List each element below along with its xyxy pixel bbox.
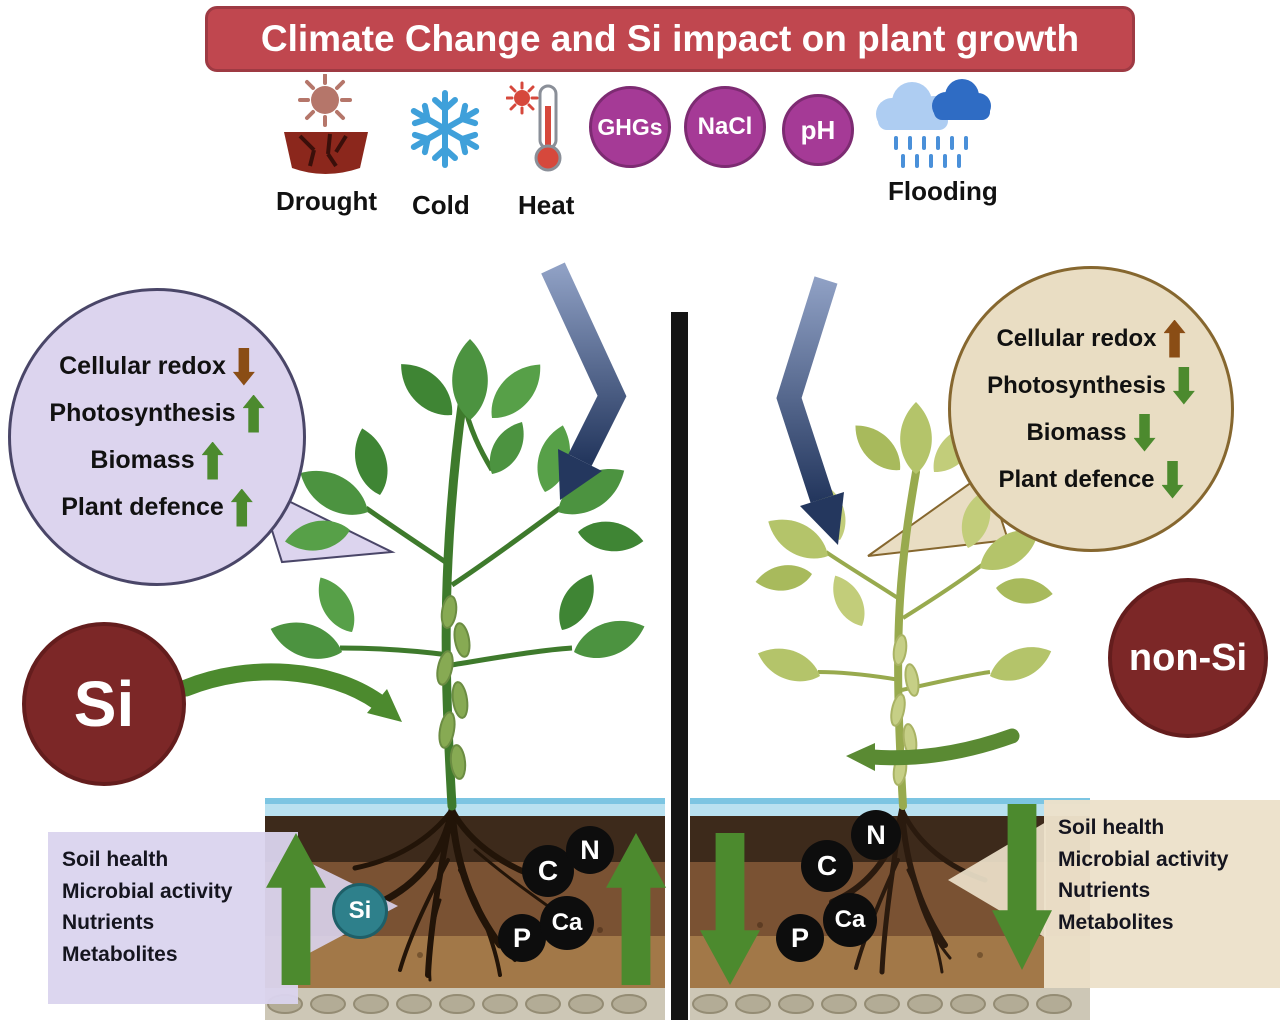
flooding-label: Flooding <box>888 176 998 206</box>
nutrient-p-badge: P <box>776 914 824 962</box>
heat-label: Heat <box>518 190 575 220</box>
non-si-plant-effects-bubble: Cellular redox Photosynthesis Biomass Pl… <box>948 266 1234 552</box>
nutrient-label: C <box>537 855 559 886</box>
effect-row: Plant defence <box>61 488 253 527</box>
soil-effect-line: Metabolites <box>1058 910 1174 934</box>
effect-label: Photosynthesis <box>987 371 1166 399</box>
soil-effect-line: Soil health <box>1058 816 1165 839</box>
non-si-arrow-icon <box>846 728 1020 771</box>
effect-label: Photosynthesis <box>49 399 236 427</box>
cold-label: Cold <box>412 190 470 220</box>
ph-badge: pH <box>782 94 854 166</box>
soil-si-label: Si <box>348 897 372 924</box>
trend-arrow-icon <box>201 441 224 480</box>
soil-effect-line: Microbial activity <box>1058 847 1229 871</box>
effect-label: Biomass <box>90 446 195 474</box>
effect-label: Cellular redox <box>996 324 1157 352</box>
si-plant-effects-bubble: Cellular redox Photosynthesis Biomass Pl… <box>8 288 306 586</box>
heat-thermometer-icon <box>505 80 576 185</box>
stress-arrow-left-icon <box>541 262 627 500</box>
effect-label: Cellular redox <box>59 352 226 380</box>
effect-row: Cellular redox <box>59 347 255 386</box>
trend-arrow-icon <box>1161 460 1184 499</box>
nutrient-label: P <box>790 922 809 953</box>
drought-icon <box>270 73 385 189</box>
si-supply-arrow-icon <box>177 663 402 722</box>
effect-row: Plant defence <box>998 460 1184 499</box>
effect-label: Plant defence <box>998 465 1155 493</box>
trend-arrow-icon <box>242 394 265 433</box>
nacl-badge: NaCl <box>684 86 766 168</box>
nutrient-label: Ca <box>551 909 583 936</box>
trend-arrow-icon <box>232 347 255 386</box>
si-plant <box>265 339 651 811</box>
effect-label: Biomass <box>1026 418 1127 446</box>
nutrient-label: N <box>866 819 886 850</box>
panel-divider <box>671 312 688 1020</box>
effect-row: Photosynthesis <box>49 394 265 433</box>
si-soil-effects-box: Soil health Microbial activity Nutrients… <box>48 832 298 1004</box>
nutrient-n-badge: N <box>851 810 901 860</box>
ghgs-badge: GHGs <box>589 86 671 168</box>
soil-effect-line: Microbial activity <box>62 879 233 903</box>
stress-arrow-right-icon <box>776 276 844 545</box>
si-treatment-circle: Si <box>22 622 186 786</box>
effect-row: Photosynthesis <box>987 366 1195 405</box>
trend-arrow-icon <box>1163 319 1186 358</box>
ghgs-label: GHGs <box>597 113 663 140</box>
nutrient-ca-badge: Ca <box>540 896 594 950</box>
drought-label: Drought <box>276 186 378 216</box>
soil-effect-line: Nutrients <box>62 911 155 934</box>
non-si-soil-effects-box: Soil health Microbial activity Nutrients… <box>1044 800 1280 988</box>
title-banner: Climate Change and Si impact on plant gr… <box>205 6 1135 72</box>
non-si-treatment-circle: non-Si <box>1108 578 1268 738</box>
soil-effect-line: Metabolites <box>62 942 178 966</box>
nutrient-label: P <box>512 922 531 953</box>
effect-row: Cellular redox <box>996 319 1186 358</box>
flooding-clouds-icon <box>862 76 992 183</box>
non-si-plant <box>753 402 1057 810</box>
nutrient-c-badge: C <box>801 840 853 892</box>
nutrient-ca-badge: Ca <box>823 893 877 947</box>
nutrient-label: N <box>580 834 600 865</box>
trend-arrow-icon <box>1172 366 1195 405</box>
cold-snowflake-icon <box>398 82 493 182</box>
effect-row: Biomass <box>90 441 224 480</box>
non-si-treatment-label: non-Si <box>1128 636 1248 679</box>
page-title: Climate Change and Si impact on plant gr… <box>260 18 1080 59</box>
effect-label: Plant defence <box>61 493 224 521</box>
effect-row: Biomass <box>1026 413 1156 452</box>
nutrient-label: C <box>816 850 838 881</box>
nutrient-label: Ca <box>834 906 866 933</box>
nacl-label: NaCl <box>697 113 753 140</box>
ph-label: pH <box>800 114 836 145</box>
trend-arrow-icon <box>1133 413 1156 452</box>
nutrient-p-badge: P <box>498 914 546 962</box>
soil-effect-line: Nutrients <box>1058 879 1151 902</box>
si-treatment-label: Si <box>73 668 135 740</box>
nutrient-n-badge: N <box>566 826 614 874</box>
trend-arrow-icon <box>230 488 253 527</box>
soil-si-badge: Si <box>332 883 388 939</box>
nutrient-c-badge: C <box>522 845 574 897</box>
soil-effect-line: Soil health <box>62 848 169 871</box>
